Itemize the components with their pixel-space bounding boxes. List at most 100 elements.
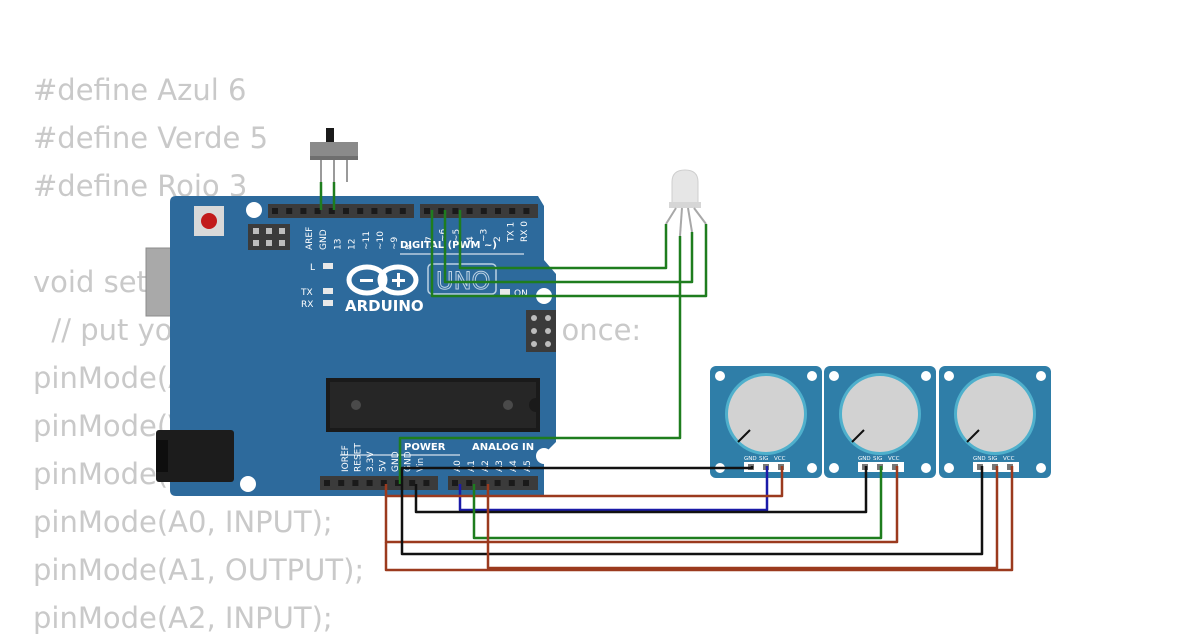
pin-label: TX 1: [507, 222, 517, 243]
pin-label: A0: [453, 460, 463, 472]
header-pin[interactable]: [352, 480, 359, 486]
wire-led-green[interactable]: [443, 210, 694, 284]
pot-pin[interactable]: [1007, 464, 1013, 470]
header-pin[interactable]: [324, 480, 330, 486]
digital-header-left: [268, 204, 414, 218]
header-pin[interactable]: [438, 208, 445, 214]
pot-pin[interactable]: [992, 464, 998, 470]
header-pin[interactable]: [380, 480, 387, 486]
led-l: [323, 263, 333, 269]
led-tx: [323, 288, 333, 294]
led-rx: [323, 300, 333, 306]
header-pin[interactable]: [452, 480, 458, 486]
led-leg: [687, 207, 693, 233]
switch-base: [310, 156, 358, 160]
header-pin[interactable]: [399, 208, 406, 214]
pin-label: IOREF: [341, 445, 351, 472]
led-leg: [679, 207, 683, 237]
dc-jack-shadow: [156, 440, 168, 472]
pin-label: 7: [425, 236, 435, 242]
header-pin[interactable]: [424, 208, 430, 214]
header-pin[interactable]: [286, 208, 293, 214]
arduino-logo-icon: [346, 264, 419, 296]
pin-label: A1: [467, 460, 477, 472]
code-line: pinMode(A2, INPUT);: [33, 601, 333, 635]
header-pin[interactable]: [480, 208, 487, 214]
header-pin[interactable]: [466, 208, 473, 214]
pot-pin[interactable]: [977, 464, 983, 470]
pin-label: A2: [481, 460, 491, 472]
pin-label: ~10: [376, 231, 386, 250]
led-rx-label: RX: [301, 300, 313, 310]
pot-mount-hole: [1036, 463, 1046, 473]
header-pin[interactable]: [523, 480, 529, 486]
reset-button-cap[interactable]: [201, 213, 217, 229]
led-rim: [669, 202, 701, 208]
switch-pin: [333, 160, 335, 182]
header-pin[interactable]: [371, 208, 378, 214]
header-pin[interactable]: [343, 208, 349, 214]
pot-knob-indicator: [851, 429, 865, 443]
pot-mount-hole: [807, 371, 817, 381]
wire-pot2-vcc[interactable]: [384, 466, 899, 544]
header-pin[interactable]: [480, 480, 487, 486]
header-pin[interactable]: [508, 480, 515, 486]
header-pin[interactable]: [272, 208, 278, 214]
pot-pin-label: GND: [858, 456, 871, 462]
header-pin[interactable]: [409, 480, 416, 486]
led-leg: [665, 207, 677, 225]
header-pin[interactable]: [357, 208, 364, 214]
pot-pin[interactable]: [892, 464, 898, 470]
header-pin[interactable]: [385, 208, 392, 214]
header-pin[interactable]: [314, 208, 321, 214]
pot-mount-hole: [921, 463, 931, 473]
wire-pot3-sig[interactable]: [486, 466, 999, 570]
wire-pot2-sig[interactable]: [472, 466, 883, 540]
wire-pot1-vcc[interactable]: [384, 466, 784, 498]
power-header: [320, 476, 438, 490]
led-l-label: L: [310, 263, 315, 273]
code-line: pinMode(A1, OUTPUT);: [33, 553, 365, 587]
pin-label: GND: [404, 451, 414, 472]
pin-label: ~3: [479, 229, 489, 242]
pot-pin-label: SIG: [988, 456, 997, 462]
header-pin[interactable]: [495, 208, 501, 214]
header-pin[interactable]: [509, 208, 516, 214]
pin-label: 8: [404, 244, 414, 250]
wire-led-blue[interactable]: [458, 210, 668, 270]
wire-pot1-gnd[interactable]: [400, 466, 754, 484]
header-pin[interactable]: [338, 480, 345, 486]
header-pin[interactable]: [423, 480, 430, 486]
wire-pot3-vcc[interactable]: [384, 466, 1014, 572]
code-line: #define Verde 5: [33, 121, 269, 155]
wires: [319, 182, 1014, 572]
header-pin[interactable]: [328, 208, 335, 214]
wire-pot3-gnd[interactable]: [400, 466, 984, 556]
switch-handle[interactable]: [326, 128, 334, 144]
power-label: POWER: [404, 442, 446, 453]
rgb-led[interactable]: [665, 169, 707, 237]
pot-mount-hole: [944, 463, 954, 473]
led-dome: [671, 169, 699, 205]
wire-led-red[interactable]: [430, 210, 708, 298]
header-pin[interactable]: [452, 208, 459, 214]
wire-led-common[interactable]: [398, 236, 682, 484]
switch-pin: [320, 160, 322, 182]
pin-label: A3: [495, 460, 505, 472]
header-pin[interactable]: [395, 480, 401, 486]
header-pin[interactable]: [366, 480, 373, 486]
slide-switch[interactable]: [310, 128, 358, 182]
header-pin[interactable]: [494, 480, 501, 486]
pin-label: Vin: [416, 458, 426, 472]
header-pin[interactable]: [523, 208, 530, 214]
header-pin[interactable]: [300, 208, 307, 214]
pot-mount-hole: [944, 371, 954, 381]
header-pin[interactable]: [466, 480, 473, 486]
pin-label: 13: [333, 239, 343, 250]
wire-pot2-gnd[interactable]: [414, 466, 868, 514]
